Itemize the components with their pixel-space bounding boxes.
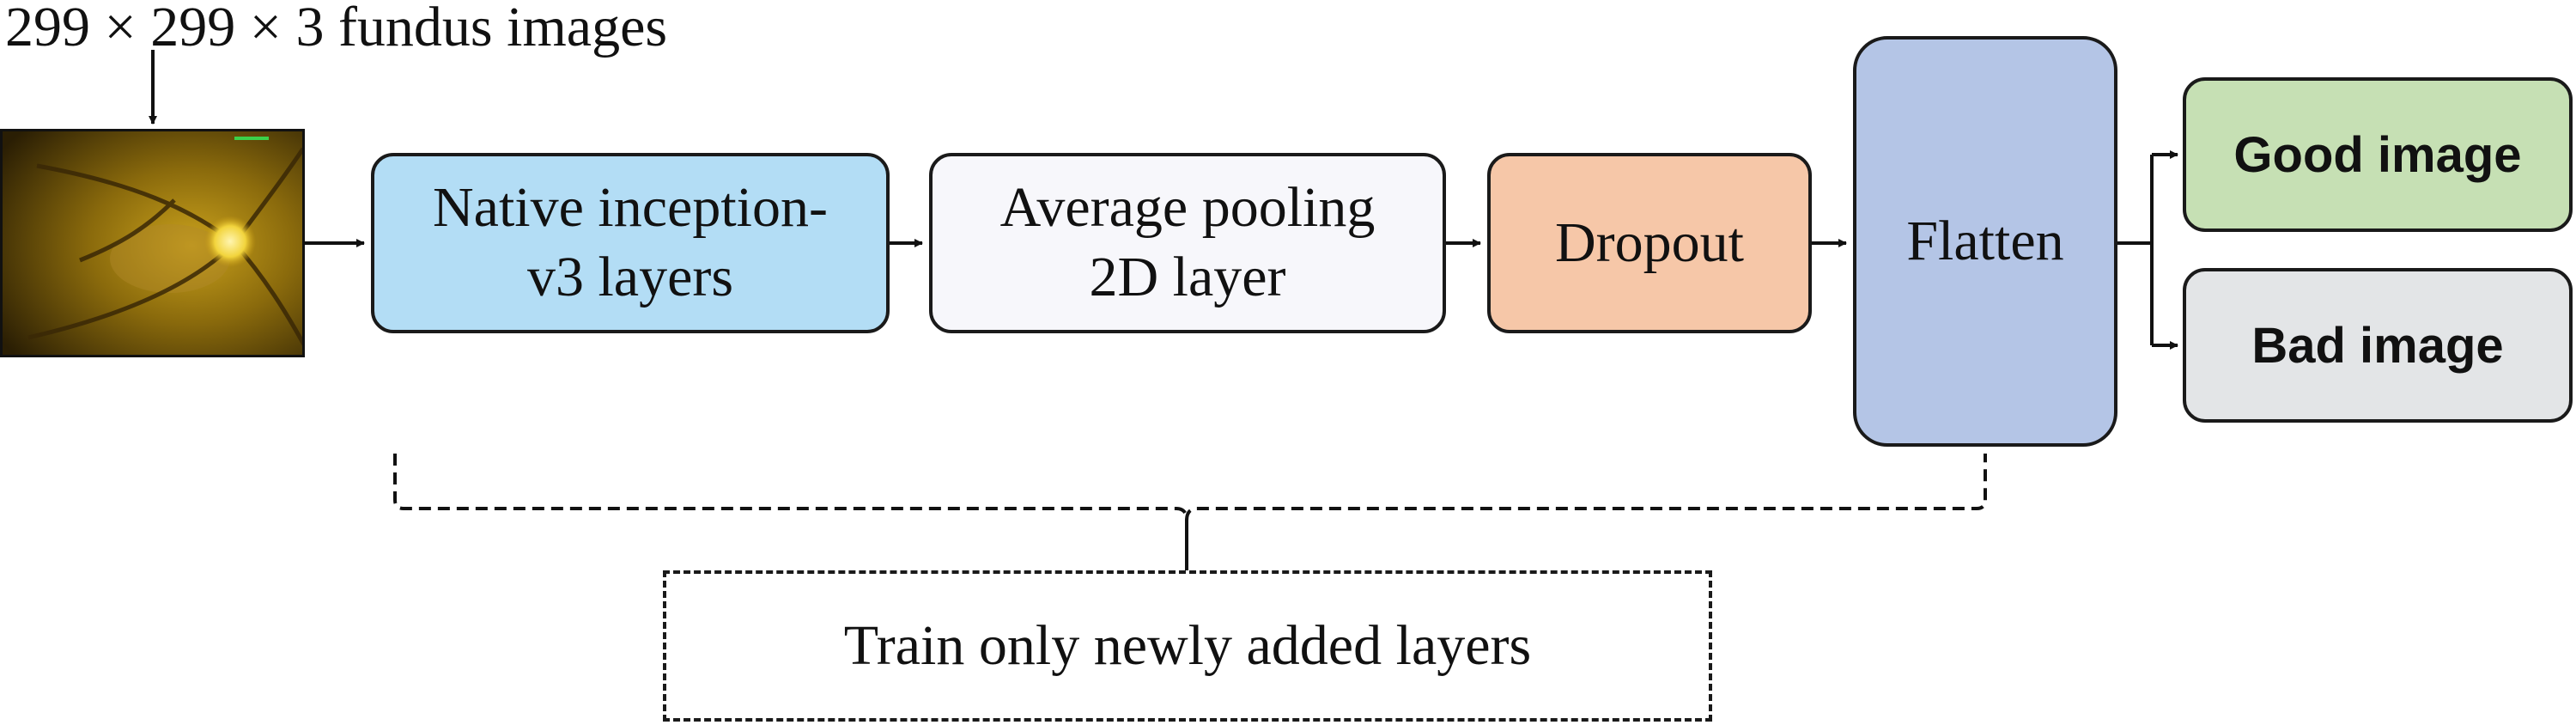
inception-layers-box: Native inception- v3 layers [371,153,890,333]
dropout-label: Dropout [1555,210,1744,274]
flatten-label: Flatten [1906,209,2064,272]
train-note-box: Train only newly added layers [663,570,1712,722]
average-pooling-box: Average pooling 2D layer [929,153,1446,333]
average-pooling-label: Average pooling 2D layer [999,176,1376,308]
good-image-label: Good image [2233,126,2522,183]
flatten-box: Flatten [1853,36,2117,447]
fundus-image [0,129,305,357]
bad-image-label: Bad image [2251,317,2504,374]
bad-image-box: Bad image [2183,268,2573,423]
good-image-box: Good image [2183,77,2573,232]
input-label: 299 × 299 × 3 fundus images [5,0,668,58]
dropout-box: Dropout [1487,153,1812,333]
training-brace [393,454,1987,521]
inception-layers-label: Native inception- v3 layers [432,176,828,308]
train-note-label: Train only newly added layers [843,614,1532,677]
